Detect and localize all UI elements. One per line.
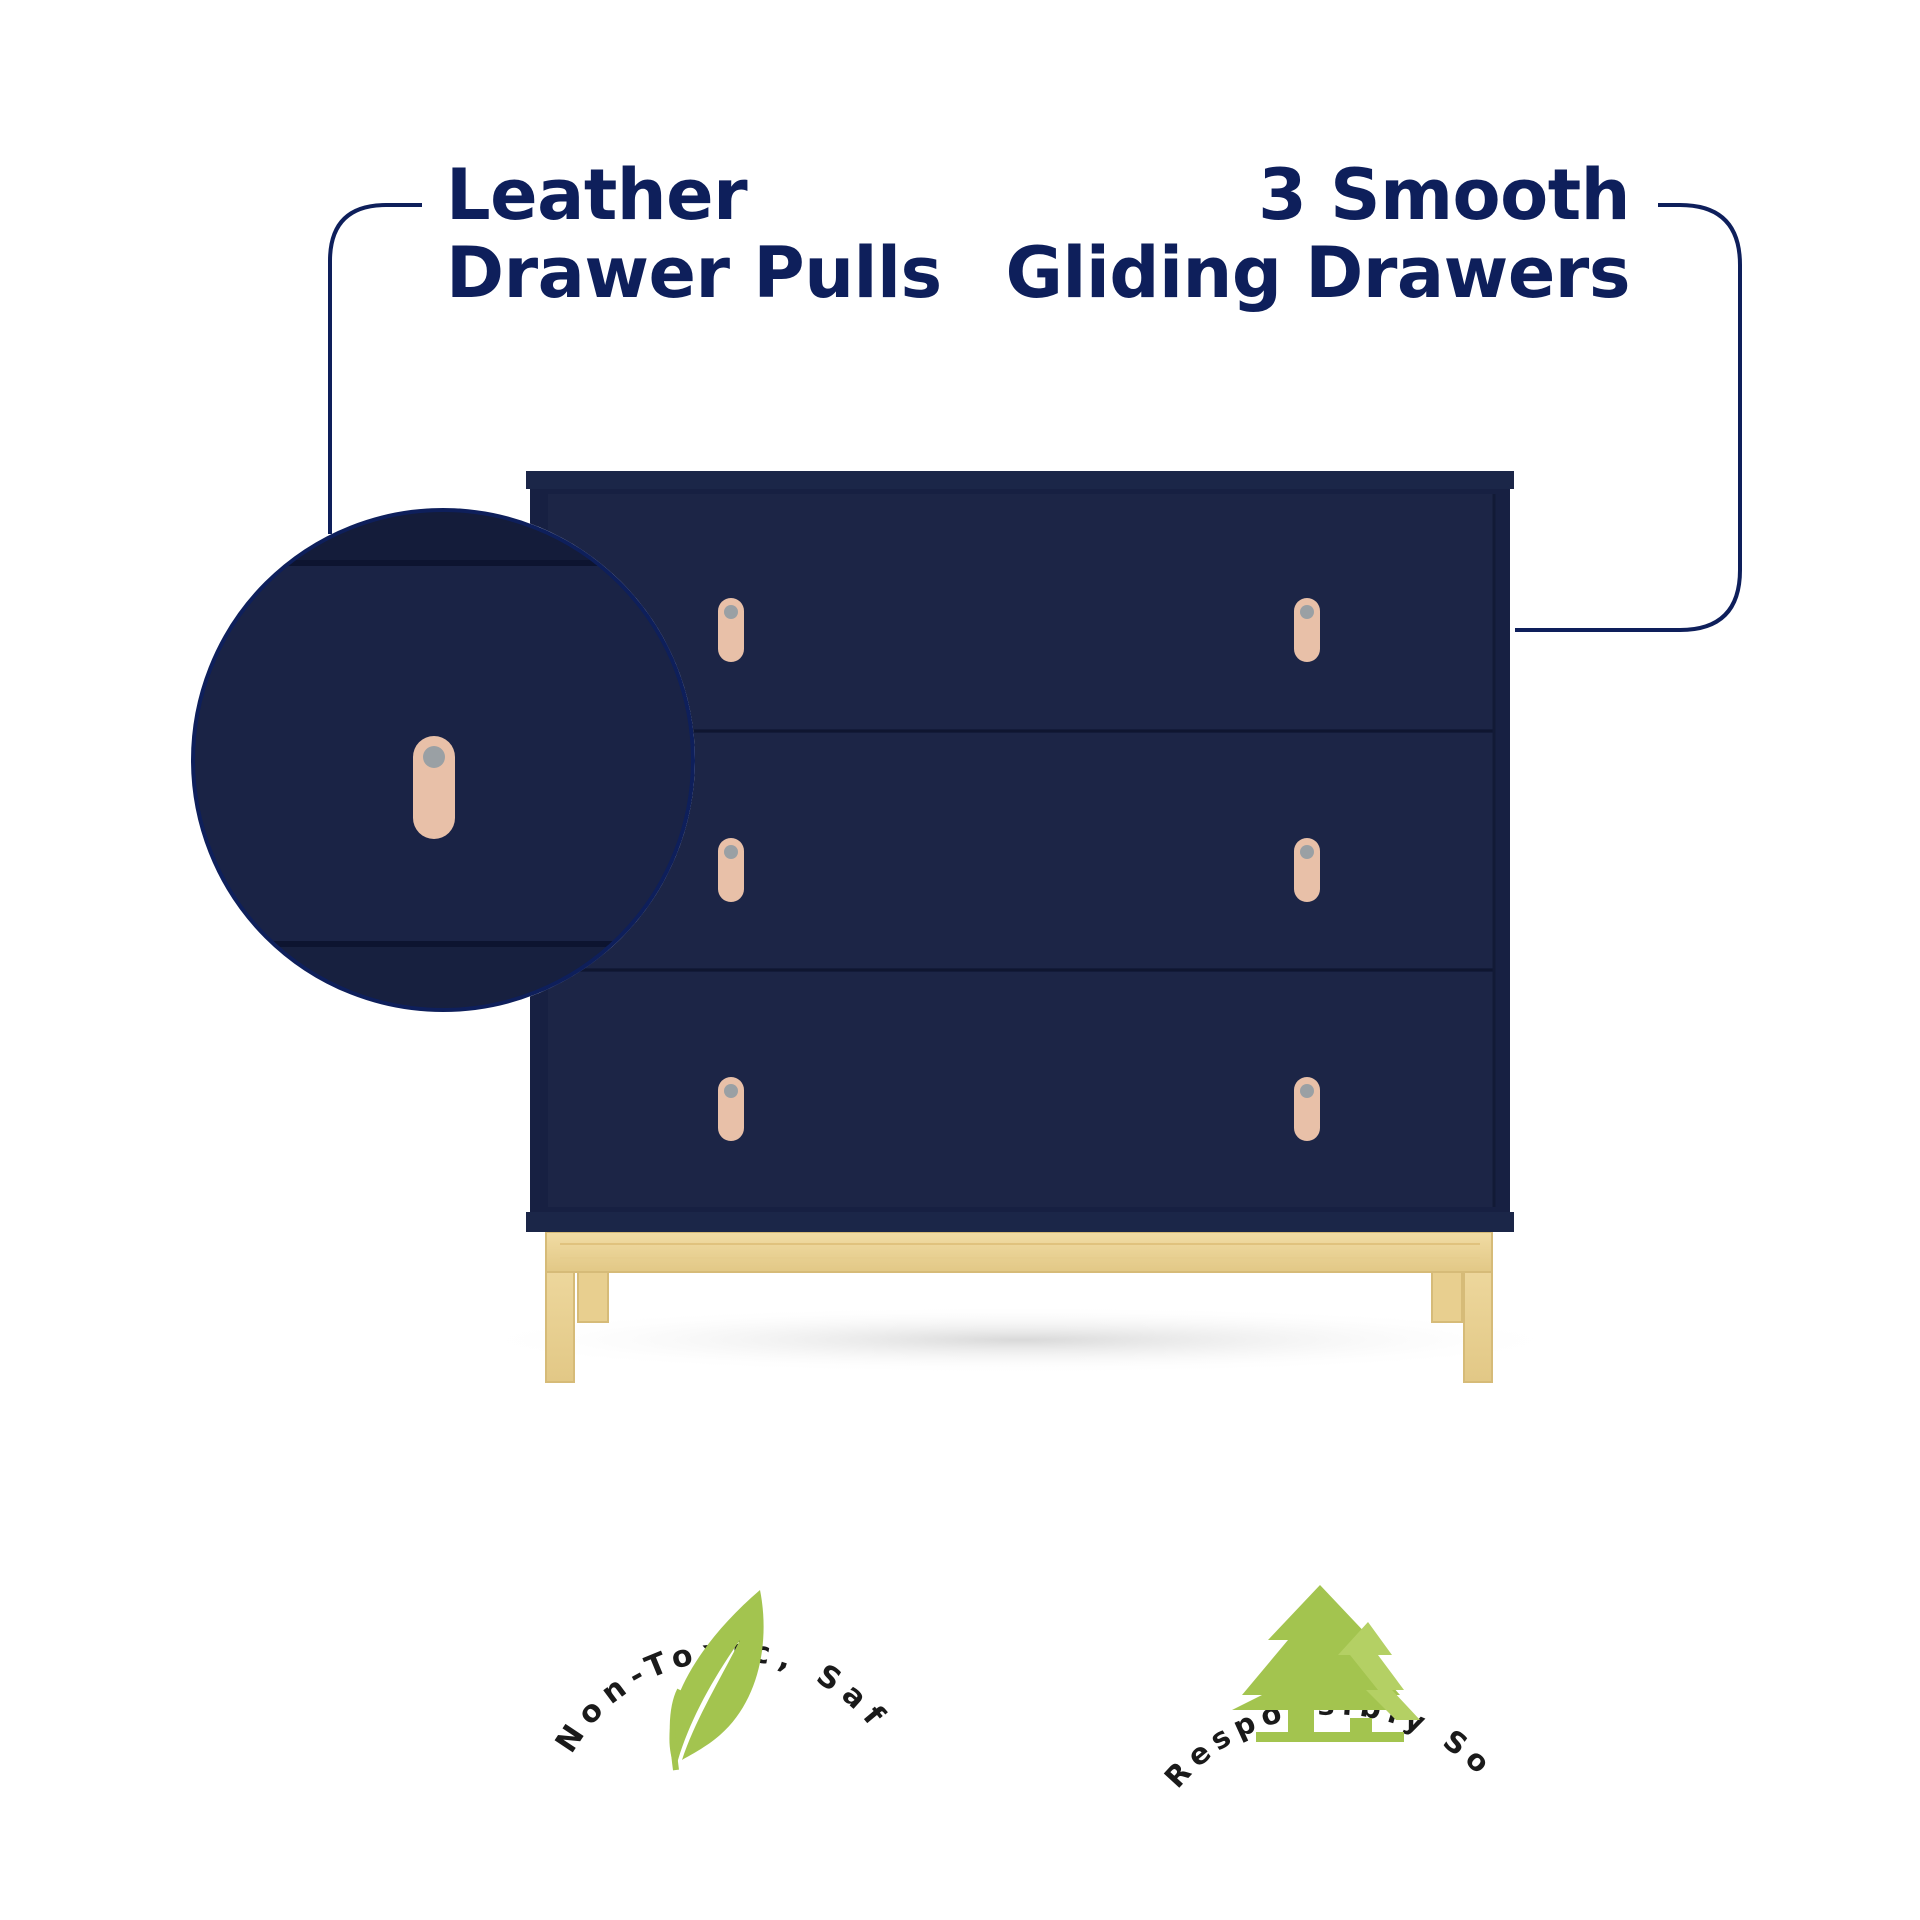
leather-pull-zoomed	[413, 736, 455, 839]
drawer-front-2[interactable]	[548, 733, 1494, 968]
leather-pull[interactable]	[1294, 838, 1320, 902]
callout-right-line2: Gliding Drawers	[1005, 232, 1630, 314]
pine-trees-icon	[1232, 1585, 1420, 1742]
drawer-front-3[interactable]	[548, 972, 1494, 1207]
leaf-icon	[669, 1590, 764, 1768]
wooden-base	[545, 1231, 1493, 1383]
floor-shadow	[460, 1306, 1580, 1374]
leather-pull[interactable]	[718, 1077, 744, 1141]
callout-left-line1: Leather	[446, 154, 748, 236]
dresser-top	[526, 471, 1514, 489]
callout-left-line2: Drawer Pulls	[446, 232, 942, 314]
leather-pull[interactable]	[718, 838, 744, 902]
leather-pull[interactable]	[718, 598, 744, 662]
callout-leather-drawer-pulls: Leather Drawer Pulls	[446, 156, 942, 312]
leather-pull[interactable]	[1294, 1077, 1320, 1141]
dresser	[526, 471, 1514, 1232]
drawer-front-1[interactable]	[548, 494, 1494, 729]
callout-connector-left	[328, 203, 422, 534]
leather-pull[interactable]	[1294, 598, 1320, 662]
callout-connector-right	[1515, 203, 1742, 632]
dresser-bottom-rail	[526, 1212, 1514, 1232]
callout-smooth-gliding-drawers: 3 Smooth Gliding Drawers	[1005, 156, 1630, 312]
callout-right-line1: 3 Smooth	[1258, 154, 1630, 236]
